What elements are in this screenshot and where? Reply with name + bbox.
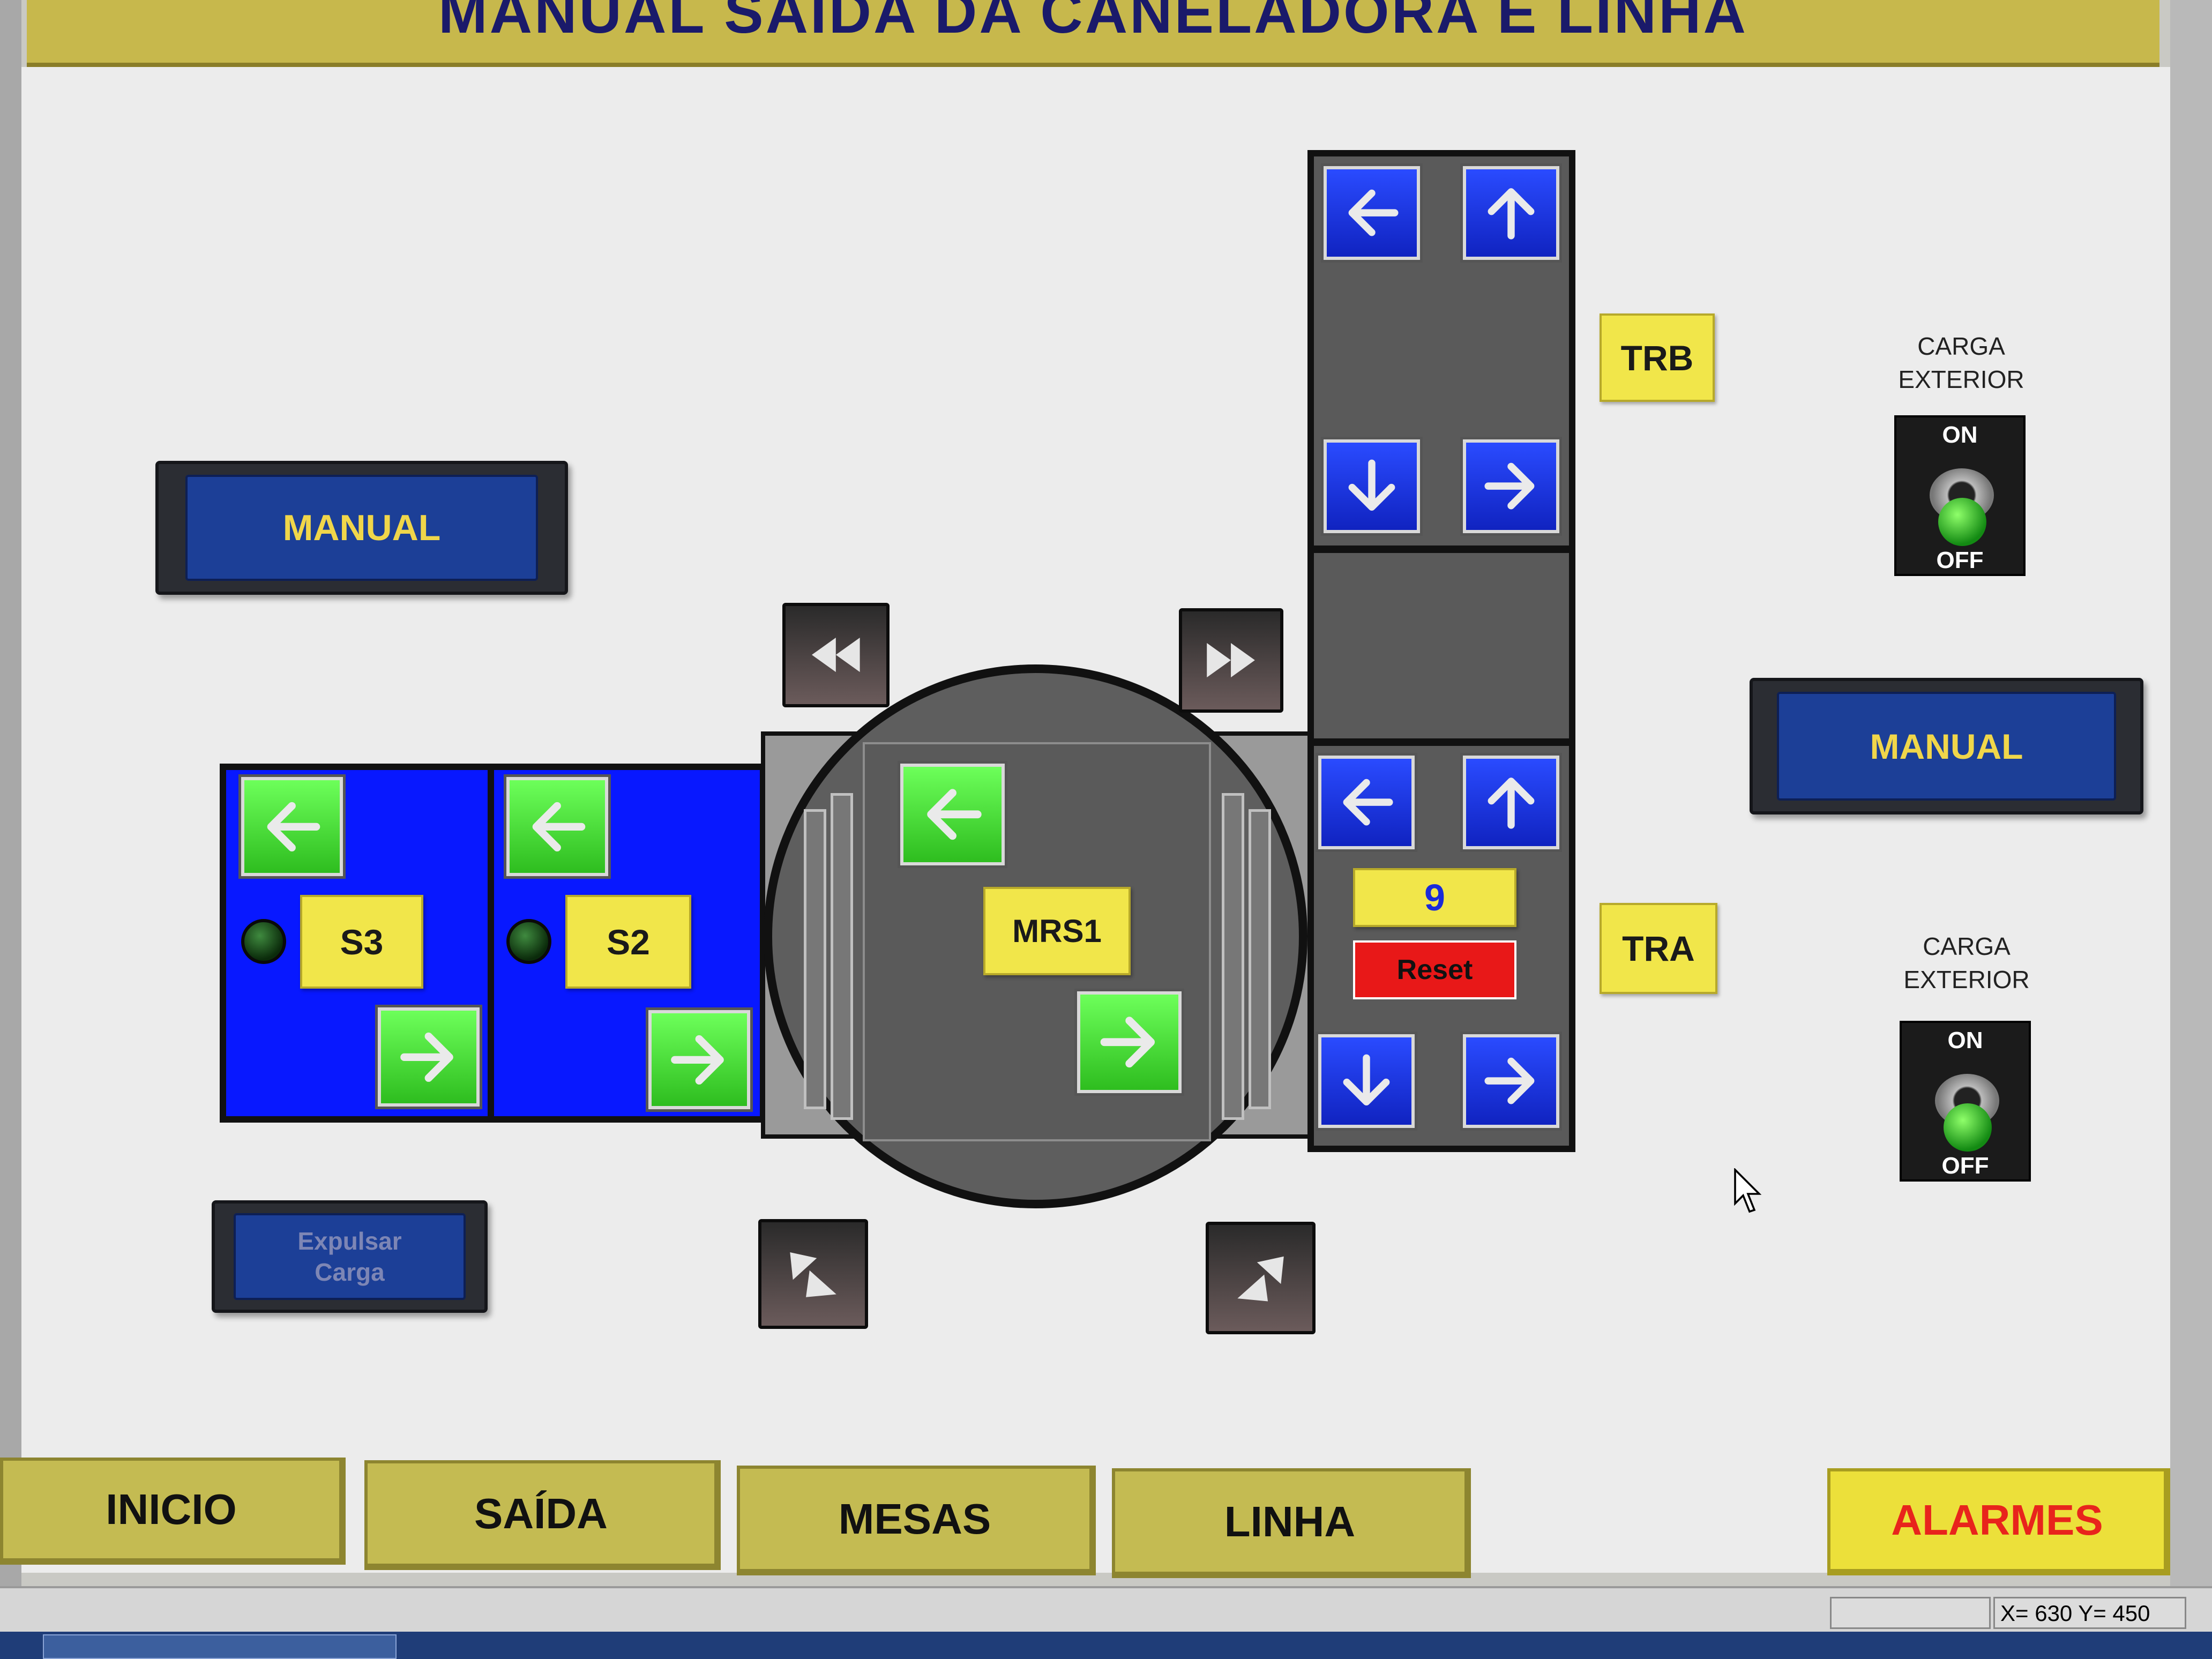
s2-status-led (506, 919, 551, 964)
nav-linha-button[interactable]: LINHA (1112, 1468, 1471, 1578)
window-left-edge (0, 0, 21, 1659)
conveyor-middle-panel (1307, 547, 1575, 745)
tra-label: TRA (1600, 903, 1717, 994)
roller-right (1249, 809, 1271, 1109)
tra-right-arrow-button[interactable] (1460, 1032, 1562, 1131)
mrs1-left-arrow-button[interactable] (898, 761, 1007, 868)
reset-button[interactable]: Reset (1353, 940, 1516, 999)
carga-exterior-bottom-switch[interactable]: ON OFF (1900, 1021, 2031, 1182)
manual-mode-button-left[interactable]: MANUAL (155, 461, 568, 595)
panel-divider (488, 766, 494, 1120)
s3-status-led (241, 919, 286, 964)
arrow-up-icon (1488, 778, 1535, 829)
s3-left-arrow-button[interactable] (238, 774, 346, 879)
page-title: MANUAL SAÍDA DA CANELADORA E LINHA (438, 0, 1748, 46)
nav-alarmes-button[interactable]: ALARMES (1827, 1468, 2170, 1575)
fast-forward-icon (1207, 643, 1256, 678)
rotate-cw-button[interactable] (1206, 1222, 1316, 1334)
arrow-left-icon (532, 802, 586, 851)
s2-left-arrow-button[interactable] (504, 774, 611, 879)
s2-right-arrow-button[interactable] (646, 1007, 753, 1112)
taskbar-app-button[interactable] (43, 1634, 397, 1659)
trb-label: TRB (1600, 313, 1715, 402)
switch-off-label: OFF (1941, 1153, 1989, 1179)
switch-on-label: ON (1947, 1027, 1983, 1053)
status-field-empty (1830, 1597, 1991, 1629)
manual-label: MANUAL (185, 475, 538, 581)
arrow-up-icon (1488, 188, 1535, 240)
switch-on-label: ON (1942, 422, 1978, 448)
title-bar: MANUAL SAÍDA DA CANELADORA E LINHA (27, 0, 2159, 67)
rotate-clockwise-icon (1237, 1256, 1284, 1302)
rotate-ccw-button[interactable] (758, 1219, 868, 1329)
fast-forward-button[interactable] (1179, 608, 1283, 713)
rewind-button[interactable] (782, 603, 890, 707)
cursor-coordinates: X= 630 Y= 450 (1993, 1597, 2186, 1629)
carga-exterior-top-switch[interactable]: ON OFF (1894, 415, 2026, 576)
trb-up-arrow-button[interactable] (1460, 163, 1562, 263)
arrow-left-icon (1348, 190, 1399, 236)
arrow-right-icon (1484, 1058, 1535, 1104)
arrow-right-icon (671, 1035, 724, 1085)
toggle-lever-icon (1944, 1103, 1992, 1152)
arrow-down-icon (1348, 459, 1395, 511)
roller-left (804, 809, 826, 1109)
rewind-icon (812, 638, 860, 672)
tra-left-arrow-button[interactable] (1316, 753, 1417, 852)
tra-up-arrow-button[interactable] (1460, 753, 1562, 852)
roller-left (831, 793, 853, 1120)
trb-down-arrow-button[interactable] (1321, 437, 1423, 536)
toggle-lever-icon (1938, 498, 1986, 546)
expulsar-carga-button[interactable]: Expulsar Carga (212, 1200, 488, 1313)
mrs1-right-arrow-button[interactable] (1074, 989, 1184, 1096)
rotate-counterclockwise-icon (790, 1252, 836, 1297)
s3-right-arrow-button[interactable] (375, 1005, 482, 1109)
arrow-down-icon (1343, 1054, 1390, 1106)
arrow-left-icon (927, 789, 982, 840)
tra-down-arrow-button[interactable] (1316, 1032, 1417, 1131)
manual-label: MANUAL (1777, 692, 2116, 801)
arrow-left-icon (1343, 779, 1393, 826)
window-right-edge (2170, 0, 2212, 1659)
mrs1-label: MRS1 (983, 887, 1131, 975)
s3-label: S3 (300, 895, 423, 989)
arrow-right-icon (1100, 1017, 1155, 1068)
trb-left-arrow-button[interactable] (1321, 163, 1423, 263)
nav-mesas-button[interactable]: MESAS (737, 1466, 1096, 1575)
roller-right (1222, 793, 1244, 1120)
trb-right-arrow-button[interactable] (1460, 437, 1562, 536)
arrow-right-icon (1484, 463, 1535, 510)
switch-off-label: OFF (1936, 547, 1984, 573)
nav-saida-button[interactable]: SAÍDA (364, 1460, 721, 1570)
arrow-right-icon (400, 1032, 454, 1082)
s2-label: S2 (565, 895, 691, 989)
arrow-left-icon (267, 802, 320, 851)
carga-exterior-top-label: CARGA EXTERIOR (1898, 332, 2024, 393)
manual-mode-button-right[interactable]: MANUAL (1750, 678, 2143, 814)
nav-inicio-button[interactable]: INICIO (0, 1458, 346, 1565)
mouse-cursor-icon (1734, 1168, 1762, 1213)
carga-exterior-bottom-label: CARGA EXTERIOR (1903, 932, 2030, 993)
counter-display: 9 (1353, 868, 1516, 927)
expulsar-carga-label: Expulsar Carga (234, 1213, 466, 1300)
